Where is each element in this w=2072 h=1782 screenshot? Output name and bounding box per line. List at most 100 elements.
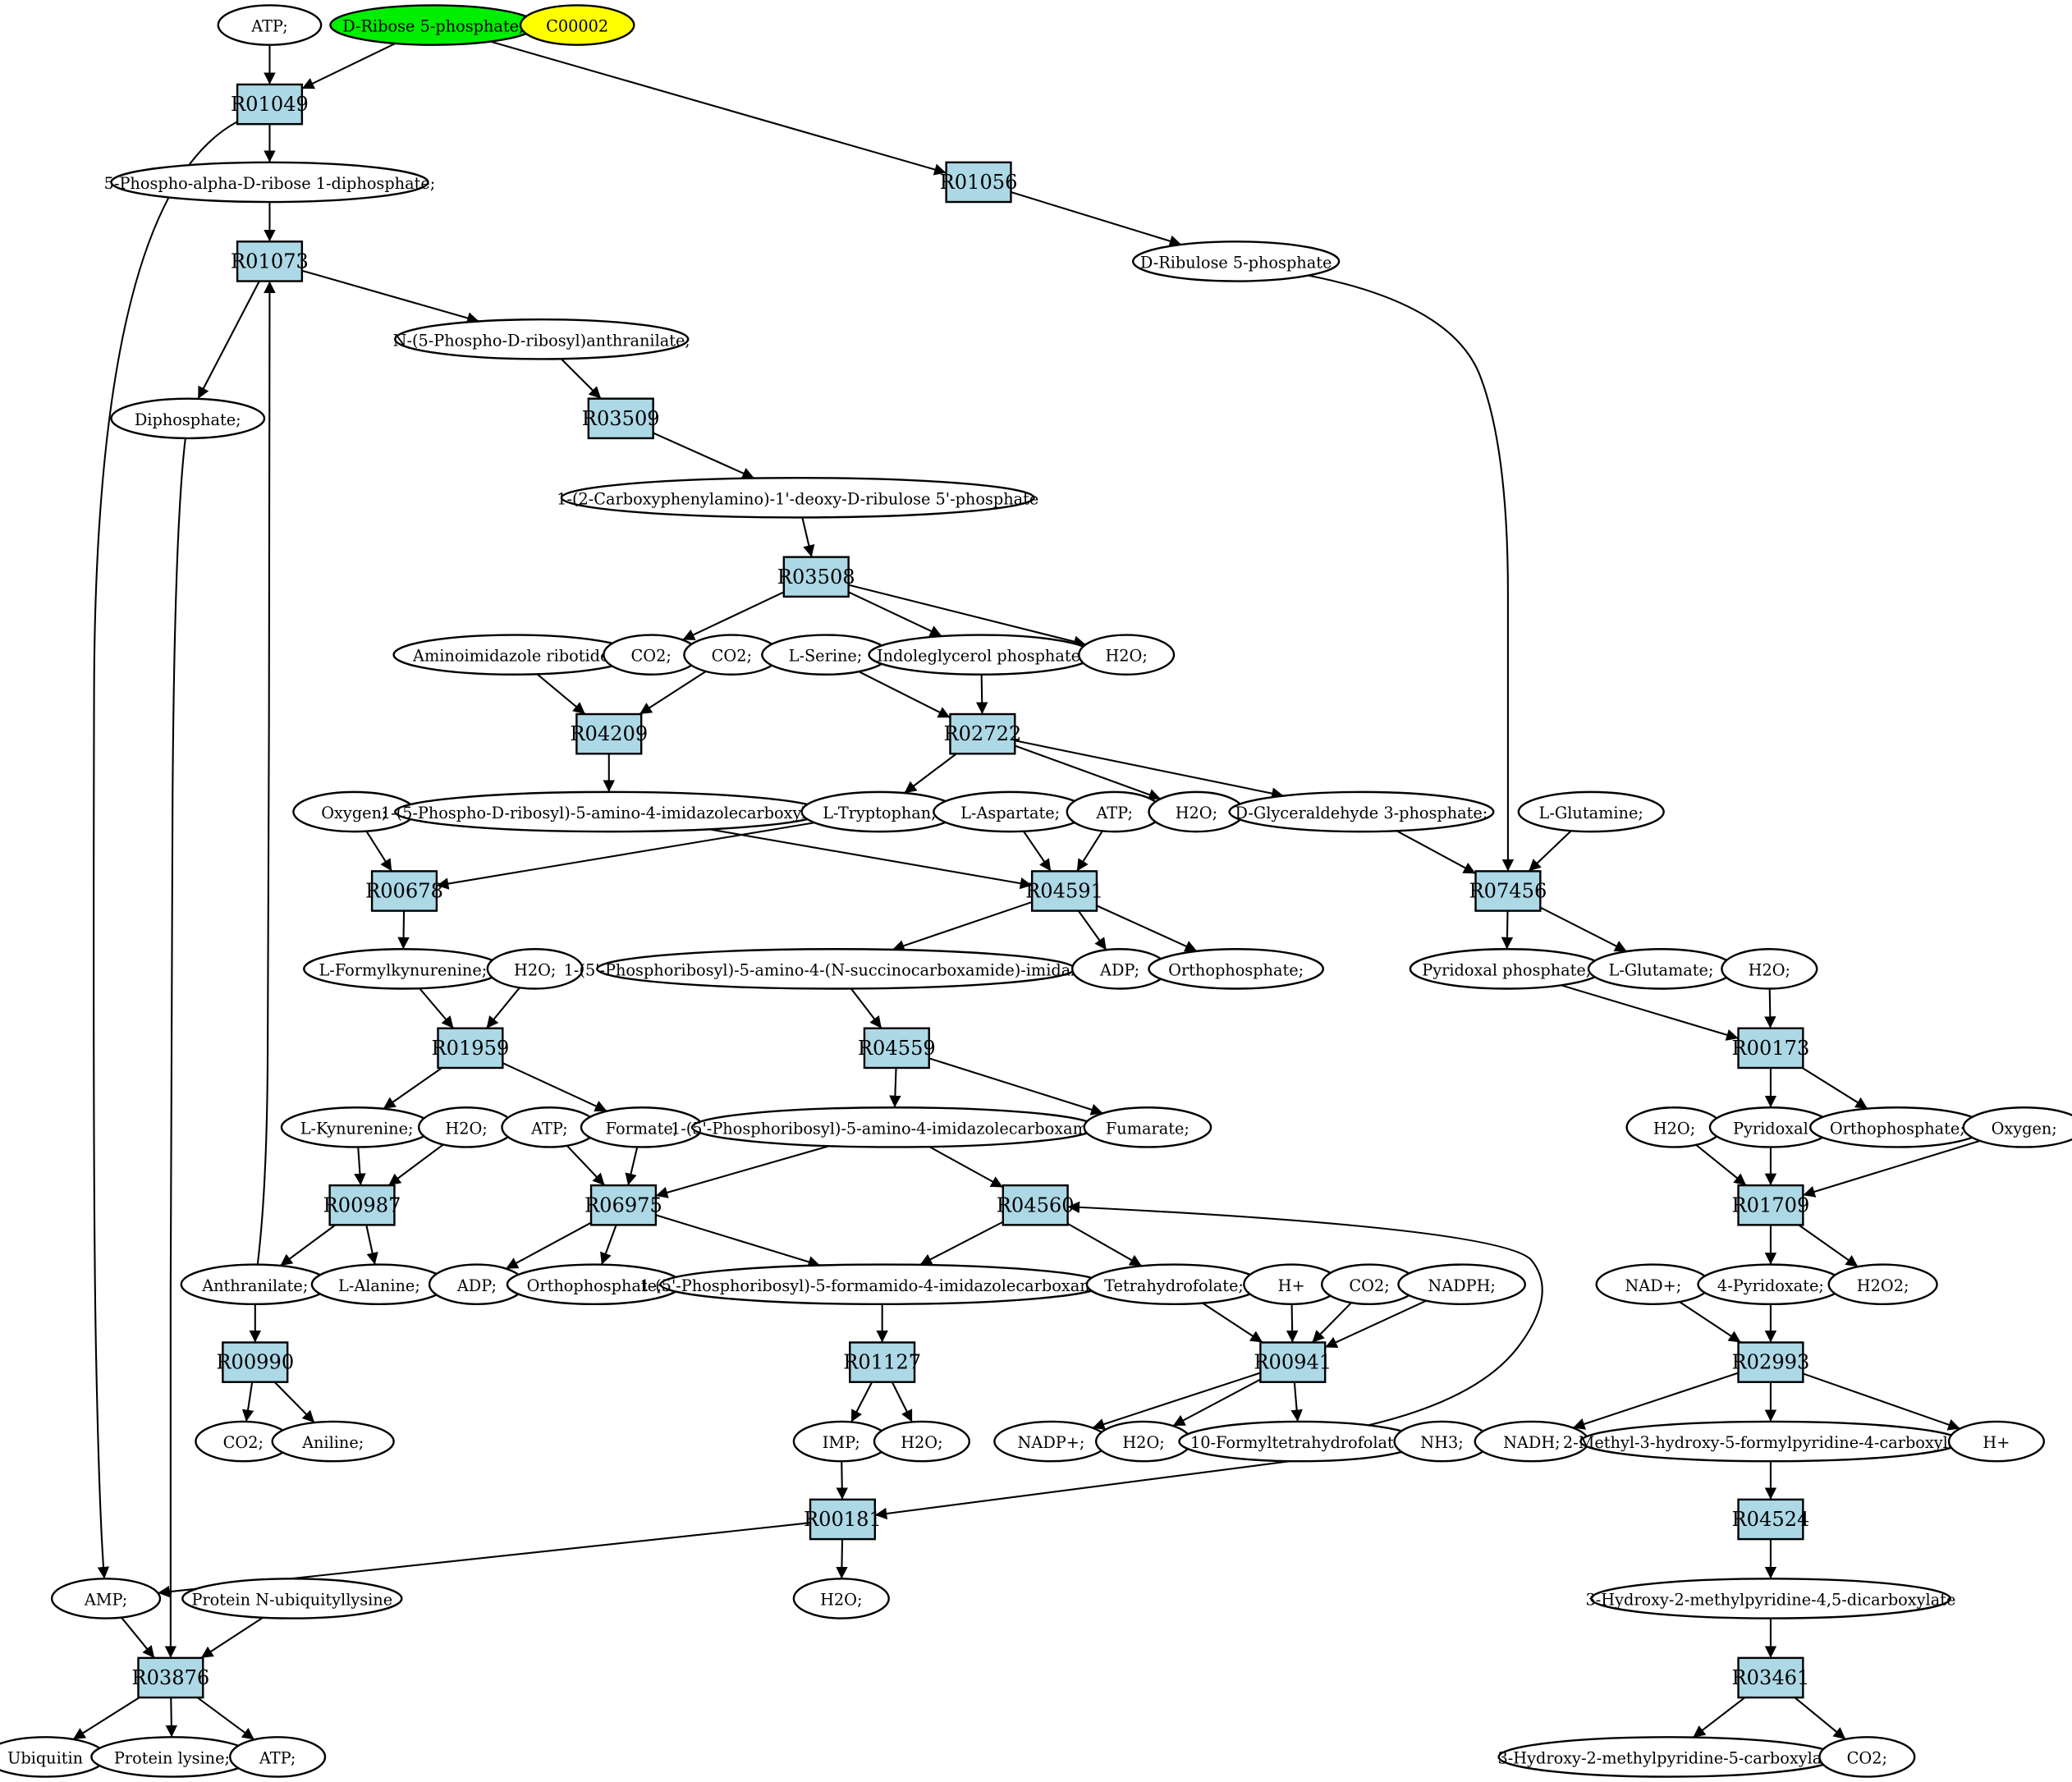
compound-node[interactable]: 3-Hydroxy-2-methylpyridine-4,5-dicarboxy… — [1586, 1578, 1956, 1619]
compound-node[interactable]: H2O; — [1625, 1106, 1723, 1148]
compound-node[interactable]: 1-(2-Carboxyphenylamino)-1'-deoxy-D-ribu… — [557, 476, 1038, 519]
reaction-node-R04591[interactable]: R04591 — [1025, 870, 1103, 912]
edge-arrow — [436, 822, 815, 890]
compound-node[interactable]: CO2; — [1818, 1736, 1916, 1778]
compound-node[interactable]: Tetrahydrofolate; — [1085, 1263, 1263, 1306]
reaction-node-R04209[interactable]: R04209 — [570, 712, 648, 755]
edge-R02722-to-c_g3p — [1015, 740, 1284, 799]
compound-node[interactable]: NADPH; — [1397, 1263, 1527, 1306]
compound-node[interactable]: CO2; — [195, 1420, 292, 1463]
compound-node[interactable]: H2O; — [417, 1106, 516, 1148]
reaction-node-R01959[interactable]: R01959 — [431, 1027, 509, 1070]
reaction-node-R00678[interactable]: R00678 — [365, 870, 443, 912]
compound-node[interactable]: 4-Pyridoxate; — [1697, 1263, 1845, 1306]
compound-node[interactable]: Indoleglycerol phosphate; — [868, 634, 1095, 676]
compound-node[interactable]: 3-Hydroxy-2-methylpyridine-5-carboxylate — [1497, 1736, 1838, 1778]
reaction-node-R02722[interactable]: R02722 — [943, 712, 1021, 755]
compound-node[interactable]: ATP; — [217, 4, 323, 46]
compound-node[interactable]: 5-Phospho-alpha-D-ribose 1-diphosphate; — [104, 161, 436, 204]
reaction-node-R01049[interactable]: R01049 — [231, 83, 309, 126]
reaction-node-R07456[interactable]: R07456 — [1469, 870, 1547, 912]
compound-node[interactable]: Pyridoxal — [1708, 1106, 1833, 1148]
reaction-node-R03508[interactable]: R03508 — [777, 556, 855, 598]
compound-node[interactable]: 1-(5'-Phosphoribosyl)-5-formamido-4-imid… — [639, 1263, 1125, 1306]
reaction-node-R03509[interactable]: R03509 — [582, 397, 660, 440]
compound-label: NADH; — [1503, 1433, 1561, 1452]
compound-label: Indoleglycerol phosphate; — [877, 647, 1085, 666]
compound-node[interactable]: 1-(5'-Phosphoribosyl)-5-amino-4-(N-succi… — [564, 948, 1108, 990]
compound-node[interactable]: Ubiquitin — [0, 1736, 108, 1778]
compound-node[interactable]: IMP; — [792, 1420, 890, 1463]
compound-node[interactable]: H2O2; — [1827, 1263, 1938, 1306]
compound-node[interactable]: L-Formylkynurenine; — [303, 948, 503, 990]
compound-node[interactable]: Fumarate; — [1083, 1106, 1212, 1148]
reaction-node-R01073[interactable]: R01073 — [231, 241, 309, 282]
compound-node[interactable]: 1-(5'-Phosphoribosyl)-5-amino-4-imidazol… — [671, 1106, 1117, 1148]
reaction-label: R07456 — [1469, 880, 1547, 903]
compound-node[interactable]: Aminoimidazole ribotide; — [392, 634, 635, 676]
compound-node[interactable]: L-Tryptophan; — [800, 790, 959, 833]
compound-node[interactable]: L-Aspartate; — [933, 790, 1089, 833]
compound-node[interactable]: ATP; — [229, 1736, 327, 1778]
compound-node[interactable]: H2O; — [792, 1578, 890, 1619]
compound-node[interactable]: Anthranilate; — [180, 1263, 331, 1306]
compound-node[interactable]: ATP; — [1066, 790, 1163, 833]
compound-node[interactable]: Protein lysine; — [90, 1736, 254, 1778]
edge-arrow — [1679, 1301, 1742, 1344]
compound-node[interactable]: H2O; — [1721, 948, 1818, 990]
reaction-node-R00990[interactable]: R00990 — [216, 1341, 294, 1383]
compound-node[interactable]: C00002 — [519, 4, 635, 46]
compound-node[interactable]: Pyridoxal phosphate; — [1409, 948, 1604, 990]
compound-node[interactable]: 1-(5-Phospho-D-ribosyl)-5-amino-4-imidaz… — [381, 790, 837, 833]
compound-node[interactable]: D-Ribose 5-phosphate; — [329, 4, 538, 46]
reaction-node-R06975[interactable]: R06975 — [584, 1184, 662, 1226]
compound-node[interactable]: NADP+; — [993, 1420, 1109, 1463]
edge-arrow — [639, 671, 707, 715]
compound-node[interactable]: AMP; — [50, 1578, 162, 1619]
compound-node[interactable]: L-Glutamate; — [1587, 948, 1735, 990]
compound-node[interactable]: L-Glutamine; — [1517, 790, 1665, 833]
compound-node[interactable]: H2O; — [486, 948, 584, 990]
compound-label: ADP; — [456, 1276, 497, 1295]
compound-node[interactable]: CO2; — [603, 634, 700, 676]
compound-node[interactable]: H2O; — [1094, 1420, 1193, 1463]
compound-node[interactable]: L-Serine; — [761, 634, 890, 676]
compound-node[interactable]: H2O; — [873, 1420, 970, 1463]
reaction-node-R01127[interactable]: R01127 — [843, 1341, 921, 1383]
reaction-node-R00181[interactable]: R00181 — [804, 1498, 882, 1541]
compound-node[interactable]: L-Alanine; — [310, 1263, 448, 1306]
compound-node[interactable]: Orthophosphate; — [506, 1263, 683, 1306]
compound-node[interactable]: Oxygen; — [292, 790, 416, 833]
reaction-node-R04559[interactable]: R04559 — [858, 1027, 936, 1070]
reaction-node-R00173[interactable]: R00173 — [1732, 1027, 1810, 1070]
compound-node[interactable]: D-Ribulose 5-phosphate — [1131, 241, 1341, 282]
compound-node[interactable]: H+ — [1947, 1420, 2046, 1463]
compound-node[interactable]: ADP; — [428, 1263, 526, 1306]
reaction-node-R04524[interactable]: R04524 — [1732, 1498, 1810, 1541]
compound-node[interactable]: Oxygen; — [1962, 1106, 2072, 1148]
reaction-node-R03461[interactable]: R03461 — [1732, 1656, 1810, 1699]
compound-node[interactable]: N-(5-Phospho-D-ribosyl)anthranilate; — [393, 318, 690, 360]
reaction-node-R01056[interactable]: R01056 — [940, 161, 1018, 204]
reaction-node-R04560[interactable]: R04560 — [997, 1184, 1075, 1226]
compound-node[interactable]: L-Kynurenine; — [280, 1106, 433, 1148]
reaction-node-R00941[interactable]: R00941 — [1254, 1341, 1332, 1383]
compound-ellipse — [486, 948, 584, 990]
compound-node[interactable]: Protein N-ubiquityllysine — [181, 1578, 403, 1619]
reaction-node-R03876[interactable]: R03876 — [131, 1656, 209, 1699]
edge-arrow — [1572, 1372, 1739, 1430]
compound-node[interactable]: NAD+; — [1595, 1263, 1712, 1306]
compound-node[interactable]: Orthophosphate; — [1808, 1106, 1986, 1148]
compound-node[interactable]: Orthophosphate; — [1148, 948, 1324, 990]
reaction-node-R00987[interactable]: R00987 — [323, 1184, 401, 1226]
reaction-node-R01709[interactable]: R01709 — [1732, 1184, 1810, 1226]
compound-node[interactable]: 10-Formyltetrahydrofolate; — [1178, 1420, 1421, 1463]
compound-node[interactable]: Formate; — [580, 1106, 704, 1148]
compound-node[interactable]: ATP; — [501, 1106, 598, 1148]
compound-node[interactable]: 2-Methyl-3-hydroxy-5-formylpyridine-4-ca… — [1563, 1420, 1978, 1463]
compound-node[interactable]: H2O; — [1078, 634, 1176, 676]
reaction-node-R02993[interactable]: R02993 — [1732, 1341, 1810, 1383]
compound-node[interactable]: Diphosphate; — [110, 397, 266, 440]
compound-node[interactable]: D-Glyceraldehyde 3-phosphate; — [1228, 790, 1495, 833]
compound-node[interactable]: Aniline; — [271, 1420, 395, 1463]
